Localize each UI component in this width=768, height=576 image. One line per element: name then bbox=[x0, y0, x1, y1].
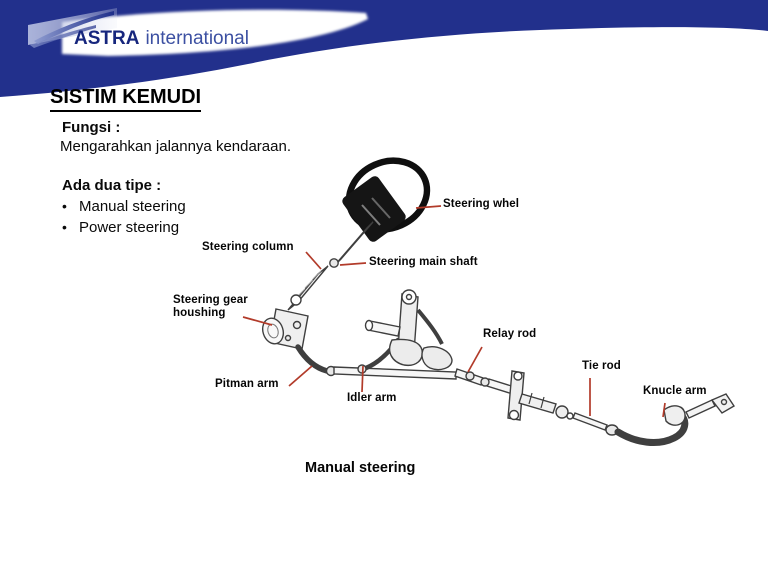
function-heading: Fungsi : bbox=[62, 119, 121, 136]
bullet-icon: • bbox=[62, 198, 67, 214]
list-item-manual-steering: • Manual steering bbox=[62, 198, 186, 215]
brand-suffix: international bbox=[145, 28, 249, 49]
label-pitman-arm: Pitman arm bbox=[215, 378, 279, 390]
steering-gearbox-art bbox=[261, 294, 337, 377]
label-steering-column: Steering column bbox=[202, 241, 294, 253]
label-tie-rod: Tie rod bbox=[582, 360, 621, 372]
label-steering-main-shaft: Steering main shaft bbox=[369, 256, 478, 268]
label-line: Steering gear bbox=[173, 294, 248, 306]
steering-column-art bbox=[287, 221, 374, 311]
label-relay-rod: Relay rod bbox=[483, 328, 537, 340]
item-label: Power steering bbox=[79, 219, 180, 236]
list-item-power-steering: • Power steering bbox=[62, 219, 179, 236]
types-heading: Ada dua tipe : bbox=[62, 177, 162, 194]
label-line: houshing bbox=[173, 307, 226, 319]
steering-wheel-art bbox=[342, 157, 431, 242]
leader-lines bbox=[242, 205, 666, 418]
brand-name: ASTRA bbox=[74, 28, 140, 49]
label-steering-gear-housing: Steering gear houshing bbox=[173, 294, 248, 320]
label-idler-arm: Idler arm bbox=[347, 392, 397, 404]
bullet-icon: • bbox=[62, 219, 67, 235]
function-text: Mengarahkan jalannya kendaraan. bbox=[60, 138, 291, 155]
label-steering-wheel: Steering whel bbox=[443, 198, 520, 210]
label-knuckle-arm: Knucle arm bbox=[643, 385, 707, 397]
page-title: SISTIM KEMUDI bbox=[50, 87, 202, 112]
relay-rod-art bbox=[333, 289, 484, 386]
tie-rod-knuckle-art bbox=[480, 370, 735, 447]
item-label: Manual steering bbox=[79, 198, 186, 215]
diagram-caption: Manual steering bbox=[305, 460, 416, 476]
